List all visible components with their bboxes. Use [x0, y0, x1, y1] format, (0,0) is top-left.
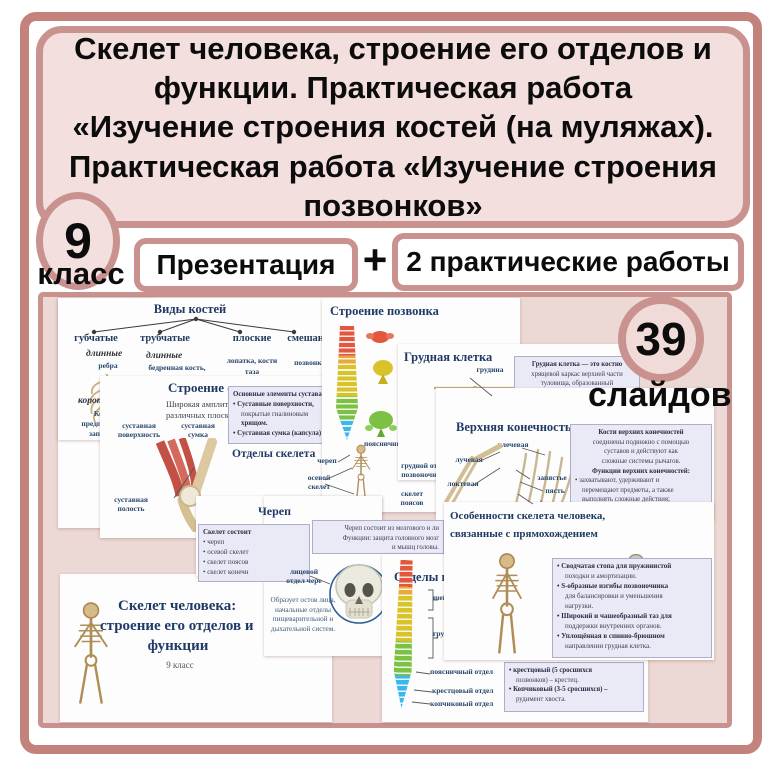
label-lumbar-section: поясничный отдел: [430, 667, 494, 676]
cervical-vertebra-icon: [366, 331, 394, 343]
label-long-2: длинные: [146, 351, 183, 361]
label-wrist: запястье: [537, 473, 567, 482]
arm-bones-icon: [444, 443, 503, 506]
human-skeleton-icon: [491, 553, 523, 654]
label-skull-small: череп: [317, 456, 337, 465]
category-flat: плоские: [232, 333, 272, 344]
label-facial-skull: лицевой отдел чере: [286, 567, 322, 585]
grade-number: 9: [64, 213, 92, 269]
label-lumbar-vertebrae: поясничные: [364, 439, 406, 448]
label-sternum: грудина: [476, 365, 504, 374]
main-title-line3: функции: [147, 638, 209, 654]
grade-badge: 9: [36, 192, 120, 290]
skeleton-small-icon: [351, 444, 371, 502]
presentation-badge: Презентация: [134, 238, 358, 292]
label-axial-skeleton: осевой скелет: [307, 473, 331, 491]
works-badge: 2 практические работы: [392, 233, 744, 291]
leader-lines: [309, 377, 546, 705]
main-title-line1: Скелет человека:: [118, 598, 237, 614]
vertebra-title: Строение позвонка: [330, 304, 439, 318]
upright-features-box: • Сводчатая стопа для пружинистой походк…: [552, 558, 712, 658]
slides-count-word: слайдов: [588, 376, 732, 414]
category-mixed: смешанные: [287, 333, 343, 344]
skeleton-icon: [74, 602, 108, 704]
label-short-bones: короткие: [78, 396, 119, 406]
category-spongy: губчатые: [74, 333, 118, 344]
skull-body-text: Образует остов лица, начальные отделы пи…: [270, 596, 336, 634]
label-vertebrae: позвонки: [294, 358, 326, 367]
label-coccyx-section: копчиковый отдел: [430, 699, 494, 708]
label-sacral-section: крестцовый отдел: [432, 686, 494, 695]
label-long-1: длинные: [86, 349, 123, 359]
label-humerus: плечевая: [497, 440, 529, 449]
lumbar-vertebra-icon: [365, 411, 397, 437]
upright-title-line1: Особенности скелета человека,: [450, 510, 606, 522]
slides-count-badge: 39: [618, 296, 704, 382]
label-joint-capsule: суставная сумка: [181, 421, 215, 439]
spine-brackets: [428, 589, 438, 659]
label-belt-skeleton: скелет поясов: [400, 489, 424, 507]
label-metacarpus: пясть: [545, 486, 565, 495]
upright-title-line2: связанные с прямохождением: [450, 528, 598, 540]
label-thoracic-spine: грудной отд позвоночни: [401, 461, 441, 479]
poster-title: Скелет человека, строение его отделов и …: [69, 31, 717, 223]
spine-icon: [336, 326, 358, 440]
works-label: 2 практические работы: [406, 246, 730, 277]
sacrum-box: • крестцовый (5 сросшихся позвонков) – к…: [504, 662, 644, 712]
main-title-line2: строение его отделов и: [100, 618, 254, 634]
presentation-label: Презентация: [156, 249, 336, 280]
label-joint-cavity: суставная полость: [114, 495, 148, 513]
main-title-grade: 9 класс: [166, 660, 194, 670]
skull-icon: [329, 564, 389, 624]
label-joint-surface: суставная поверхность: [117, 421, 161, 439]
upper-limb-title: Верхняя конечность: [456, 420, 572, 434]
slides-count-number: 39: [635, 313, 687, 365]
category-tubular: трубчатые: [140, 333, 190, 344]
skeleton-parts-title: Отделы скелета: [232, 448, 316, 460]
bone-types-tree-lines: [91, 316, 297, 335]
grade-word: класс: [37, 256, 125, 291]
label-scapula: лопатка, кости: [226, 356, 278, 365]
plus-sign: +: [362, 236, 388, 283]
thoracic-vertebra-icon: [373, 360, 393, 384]
title-card: Скелет человека, строение его отделов и …: [36, 26, 750, 228]
skull-title: Череп: [258, 504, 292, 518]
label-ulna: локтевая: [447, 479, 479, 488]
label-ribs: ребра: [98, 361, 118, 370]
label-femur: бедренная кость,: [148, 363, 206, 372]
bone-types-title: Виды костей: [153, 302, 227, 316]
skeleton-consists-box: Скелет состоит • череп • осевой скелет •…: [198, 524, 310, 582]
chest-title: Грудная клетка: [404, 350, 493, 364]
joint-body-text: Широкая амплитуда движений в различных п…: [166, 399, 285, 421]
label-pelvis: таза: [244, 367, 260, 376]
label-radius: лучевая: [455, 455, 483, 464]
skull-definition-box: Череп состоит из мозгового и ли Функции:…: [312, 520, 444, 554]
joint-elements-box: Основные элементы сустава • Суставные по…: [228, 386, 324, 444]
